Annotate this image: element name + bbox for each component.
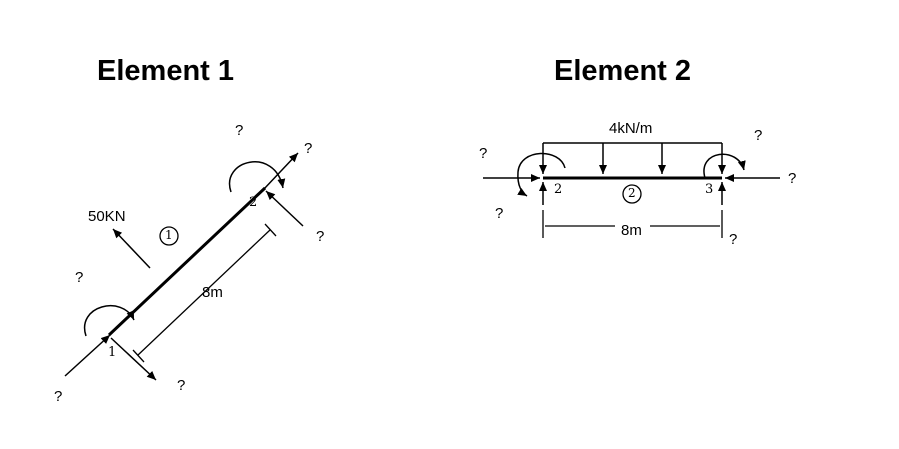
element2-unknown-axial-node3: ? bbox=[788, 170, 797, 187]
element1-load-arrow bbox=[112, 228, 151, 269]
element1-length-label: 8m bbox=[202, 284, 223, 301]
element2-unknown-shear-node2: ? bbox=[495, 205, 504, 222]
element1-member bbox=[107, 186, 267, 337]
element1-title: Element 1 bbox=[97, 55, 234, 87]
element1-unknown-shear-node2: ? bbox=[316, 228, 325, 245]
element2-node-end-label: 3 bbox=[705, 182, 714, 197]
element1-unknown-axial-node1: ? bbox=[54, 388, 63, 405]
element1-dimension-line bbox=[137, 229, 271, 356]
element1-number-label: 1 bbox=[165, 228, 173, 242]
element2-unknown-axial-node2: ? bbox=[479, 145, 488, 162]
element1-axial-arrow-node1 bbox=[64, 334, 111, 377]
element1-unknown-moment-node2: ? bbox=[235, 122, 244, 139]
element2-diagram bbox=[483, 142, 780, 238]
element2-number-label: 2 bbox=[628, 186, 636, 200]
element1-node-start-label: 1 bbox=[108, 345, 117, 360]
element1-unknown-moment-node1: ? bbox=[75, 269, 84, 286]
element1-moment-arrow-node1 bbox=[83, 305, 135, 337]
element1-load-label: 50KN bbox=[88, 208, 126, 225]
element2-length-label: 8m bbox=[621, 222, 642, 239]
element2-title: Element 2 bbox=[554, 55, 691, 87]
element1-diagram bbox=[64, 152, 304, 381]
element1-unknown-axial-node2: ? bbox=[304, 140, 313, 157]
element1-moment-arrow-node2 bbox=[228, 161, 286, 193]
element1-shear-arrow-node2 bbox=[265, 190, 304, 227]
element2-node-start-label: 2 bbox=[554, 182, 563, 197]
element1-number-circle bbox=[159, 226, 179, 246]
element2-moment-arrow-node3 bbox=[703, 153, 746, 179]
element2-unknown-moment-node3: ? bbox=[754, 127, 763, 144]
element1-dimension-tick-end bbox=[264, 223, 277, 237]
element2-unknown-shear-node3: ? bbox=[729, 231, 738, 248]
element2-load-label: 4kN/m bbox=[609, 120, 653, 137]
element1-dimension-tick-start bbox=[132, 349, 145, 363]
element1-axial-arrow-node2 bbox=[263, 152, 299, 190]
element2-moment-arrow-node2 bbox=[517, 152, 566, 197]
element1-node-end-label: 2 bbox=[249, 195, 258, 210]
element2-number-circle bbox=[622, 184, 642, 204]
element1-unknown-shear-node1: ? bbox=[177, 377, 186, 394]
element1-shear-arrow-node1 bbox=[110, 337, 157, 381]
